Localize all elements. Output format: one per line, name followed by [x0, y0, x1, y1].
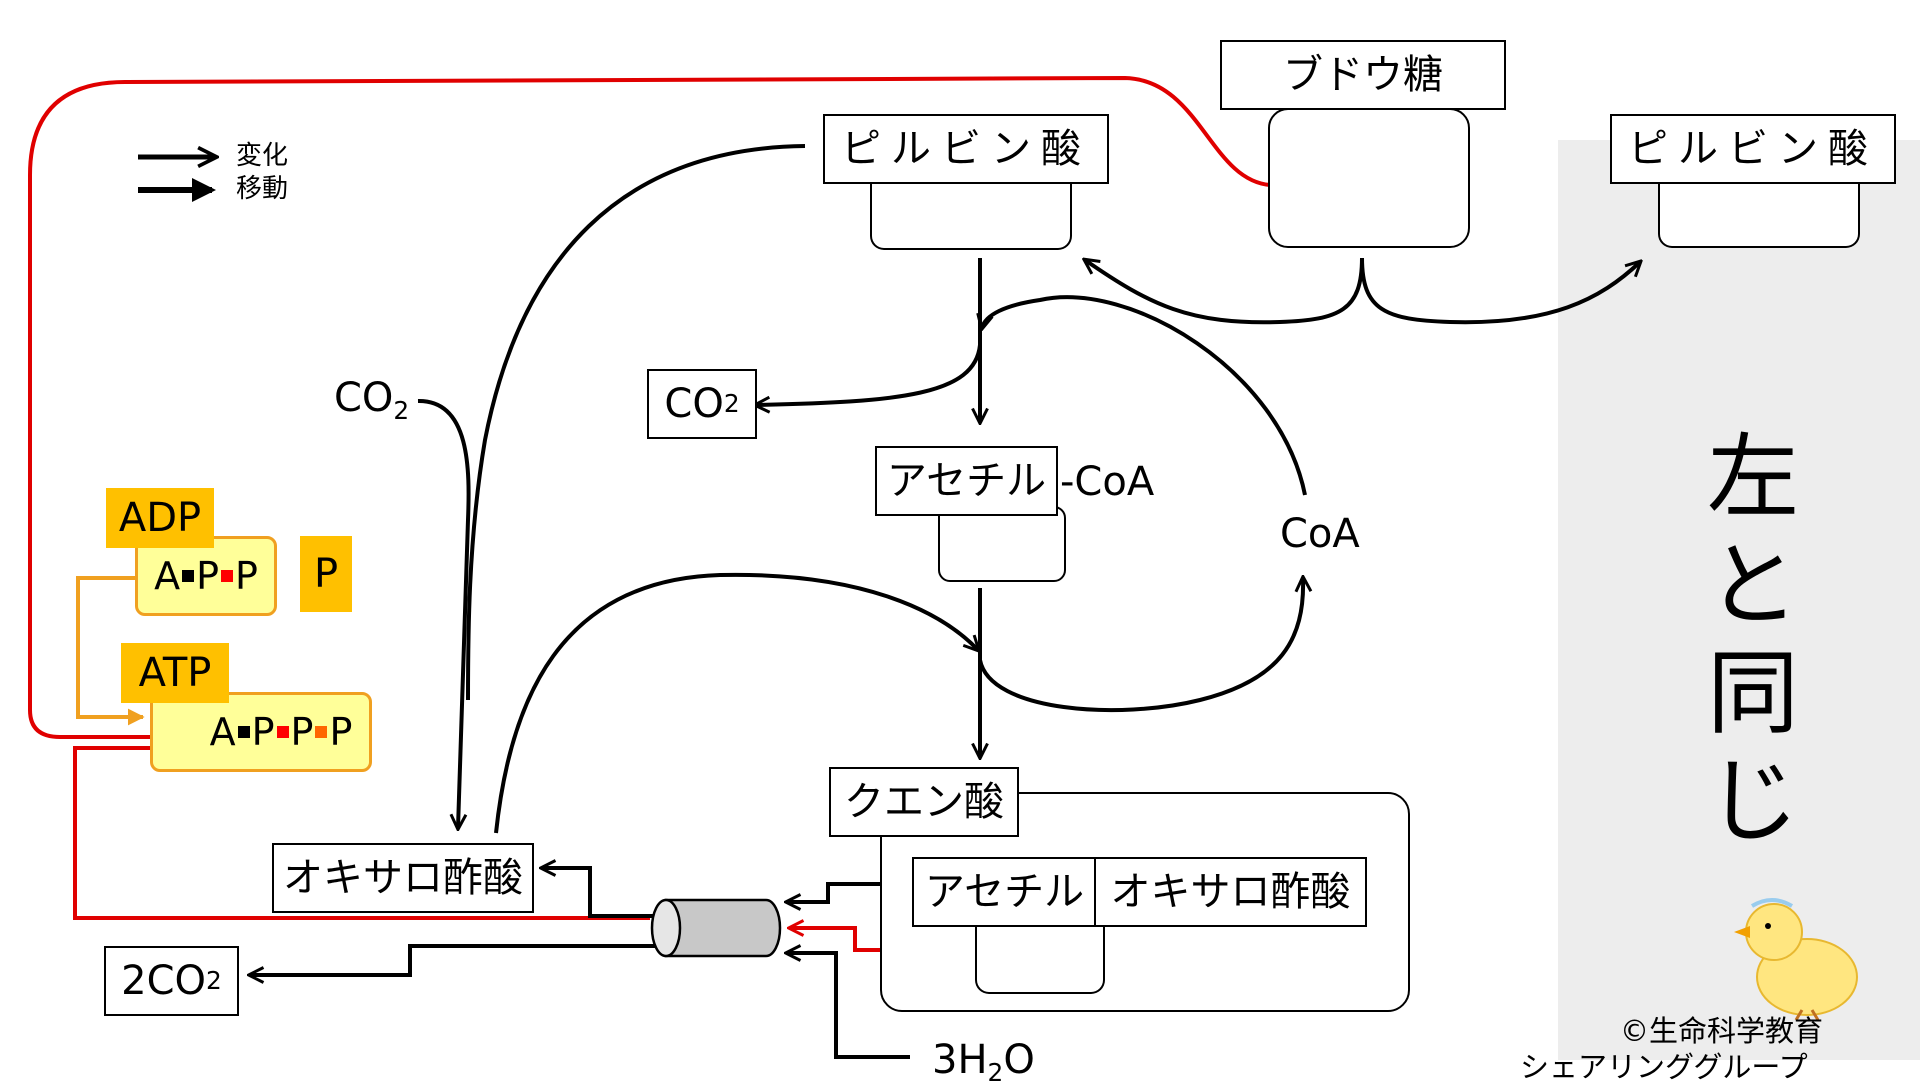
copyright-line-1: ©生命科学教育	[1620, 1014, 1824, 1048]
coa-label: CoA	[1280, 511, 1360, 557]
cylinder-to-2co2-arrow	[250, 944, 660, 975]
pyruvate-right-tray	[1658, 182, 1860, 248]
citrate-label: クエン酸	[829, 767, 1019, 837]
note-char-1: 左	[1707, 424, 1800, 531]
water-label: 3H2O	[932, 1040, 1035, 1086]
oxaloacetate-to-citrate-arrow	[494, 572, 978, 834]
adp-bond-2	[221, 570, 233, 582]
citrate-tray	[975, 926, 1105, 994]
note-char-3: 同	[1707, 640, 1800, 747]
water-main: 3H	[932, 1037, 988, 1083]
twoco2-main: 2CO	[121, 958, 207, 1004]
acetyl-to-cylinder-arrow	[787, 882, 900, 902]
citrate-acetyl-label: アセチル	[912, 857, 1097, 927]
right-gray-panel	[1558, 140, 1920, 1060]
co2-input-sub: 2	[393, 395, 410, 425]
orange-adp-to-atp-path	[76, 576, 145, 726]
pyruvate-left-label: ピルビン酸	[823, 114, 1109, 184]
atp-bond-2	[276, 726, 289, 738]
note-char-2: と	[1707, 532, 1800, 639]
copyright-line-2: シェアリンググループ	[1520, 1050, 1808, 1084]
co2-input-label: CO2	[334, 378, 409, 424]
legend-change-label: 変化	[236, 141, 289, 171]
acetyl-label: アセチル	[875, 446, 1058, 516]
adp-tag: ADP	[106, 488, 214, 548]
pyruvate-to-co2-arrow	[756, 344, 982, 405]
glucose-label: ブドウ糖	[1220, 40, 1506, 110]
adp-part-a: A	[154, 554, 181, 598]
water-to-cylinder-arrow	[787, 953, 910, 1059]
red-energy-path-bottom	[73, 748, 650, 920]
atp-part-p3: P	[329, 710, 353, 754]
co2-sub-text: 2	[723, 388, 740, 418]
atp-part-p2: P	[290, 710, 314, 754]
pyruvate-left-tray	[870, 182, 1072, 250]
co2-to-oxaloacetate-arrow	[417, 398, 471, 828]
twoco2-sub: 2	[206, 965, 222, 995]
chick-mascot-icon	[1734, 898, 1858, 1021]
adp-part-p2: P	[235, 554, 258, 598]
pyruvate-to-oxaloacetate-arrow	[466, 144, 806, 701]
glucose-to-pyruvate-right	[1360, 257, 1640, 325]
citrate-oxaloacetate-label: オキサロ酢酸	[1094, 857, 1367, 927]
co2-main-text: CO	[664, 381, 724, 427]
atp-bond-3	[315, 726, 328, 738]
acetylcoa-tray	[938, 506, 1066, 582]
glucose-tray	[1268, 108, 1470, 248]
water-sub: 2	[987, 1057, 1004, 1087]
coa-suffix-label: -CoA	[1060, 459, 1155, 505]
pyruvate-right-label: ピルビン酸	[1610, 114, 1896, 184]
same-as-left-note: 左 と 同 じ	[1707, 424, 1800, 856]
enzyme-cylinder	[650, 898, 782, 958]
legend-move-label: 移動	[236, 174, 289, 204]
oxaloacetate-label: オキサロ酢酸	[272, 843, 534, 913]
atp-bond-1	[237, 726, 250, 738]
note-char-4: じ	[1707, 748, 1800, 855]
atp-tag: ATP	[121, 643, 229, 703]
adp-bond-1	[182, 570, 195, 582]
glucose-to-pyruvate-left	[1085, 258, 1364, 325]
adp-part-p1: P	[196, 554, 219, 598]
atp-part-a: A	[209, 710, 236, 754]
water-tail: O	[1003, 1037, 1035, 1083]
co2-input-main: CO	[334, 375, 394, 421]
release-coa-arrow	[978, 578, 1303, 713]
phosphate-tag: P	[300, 536, 352, 612]
red-energy-path-top	[28, 75, 1271, 737]
coa-to-pyruvate-arrow	[982, 295, 1307, 496]
cylinder-to-oxaloacetate-arrow	[542, 868, 660, 918]
atp-part-p1: P	[251, 710, 275, 754]
